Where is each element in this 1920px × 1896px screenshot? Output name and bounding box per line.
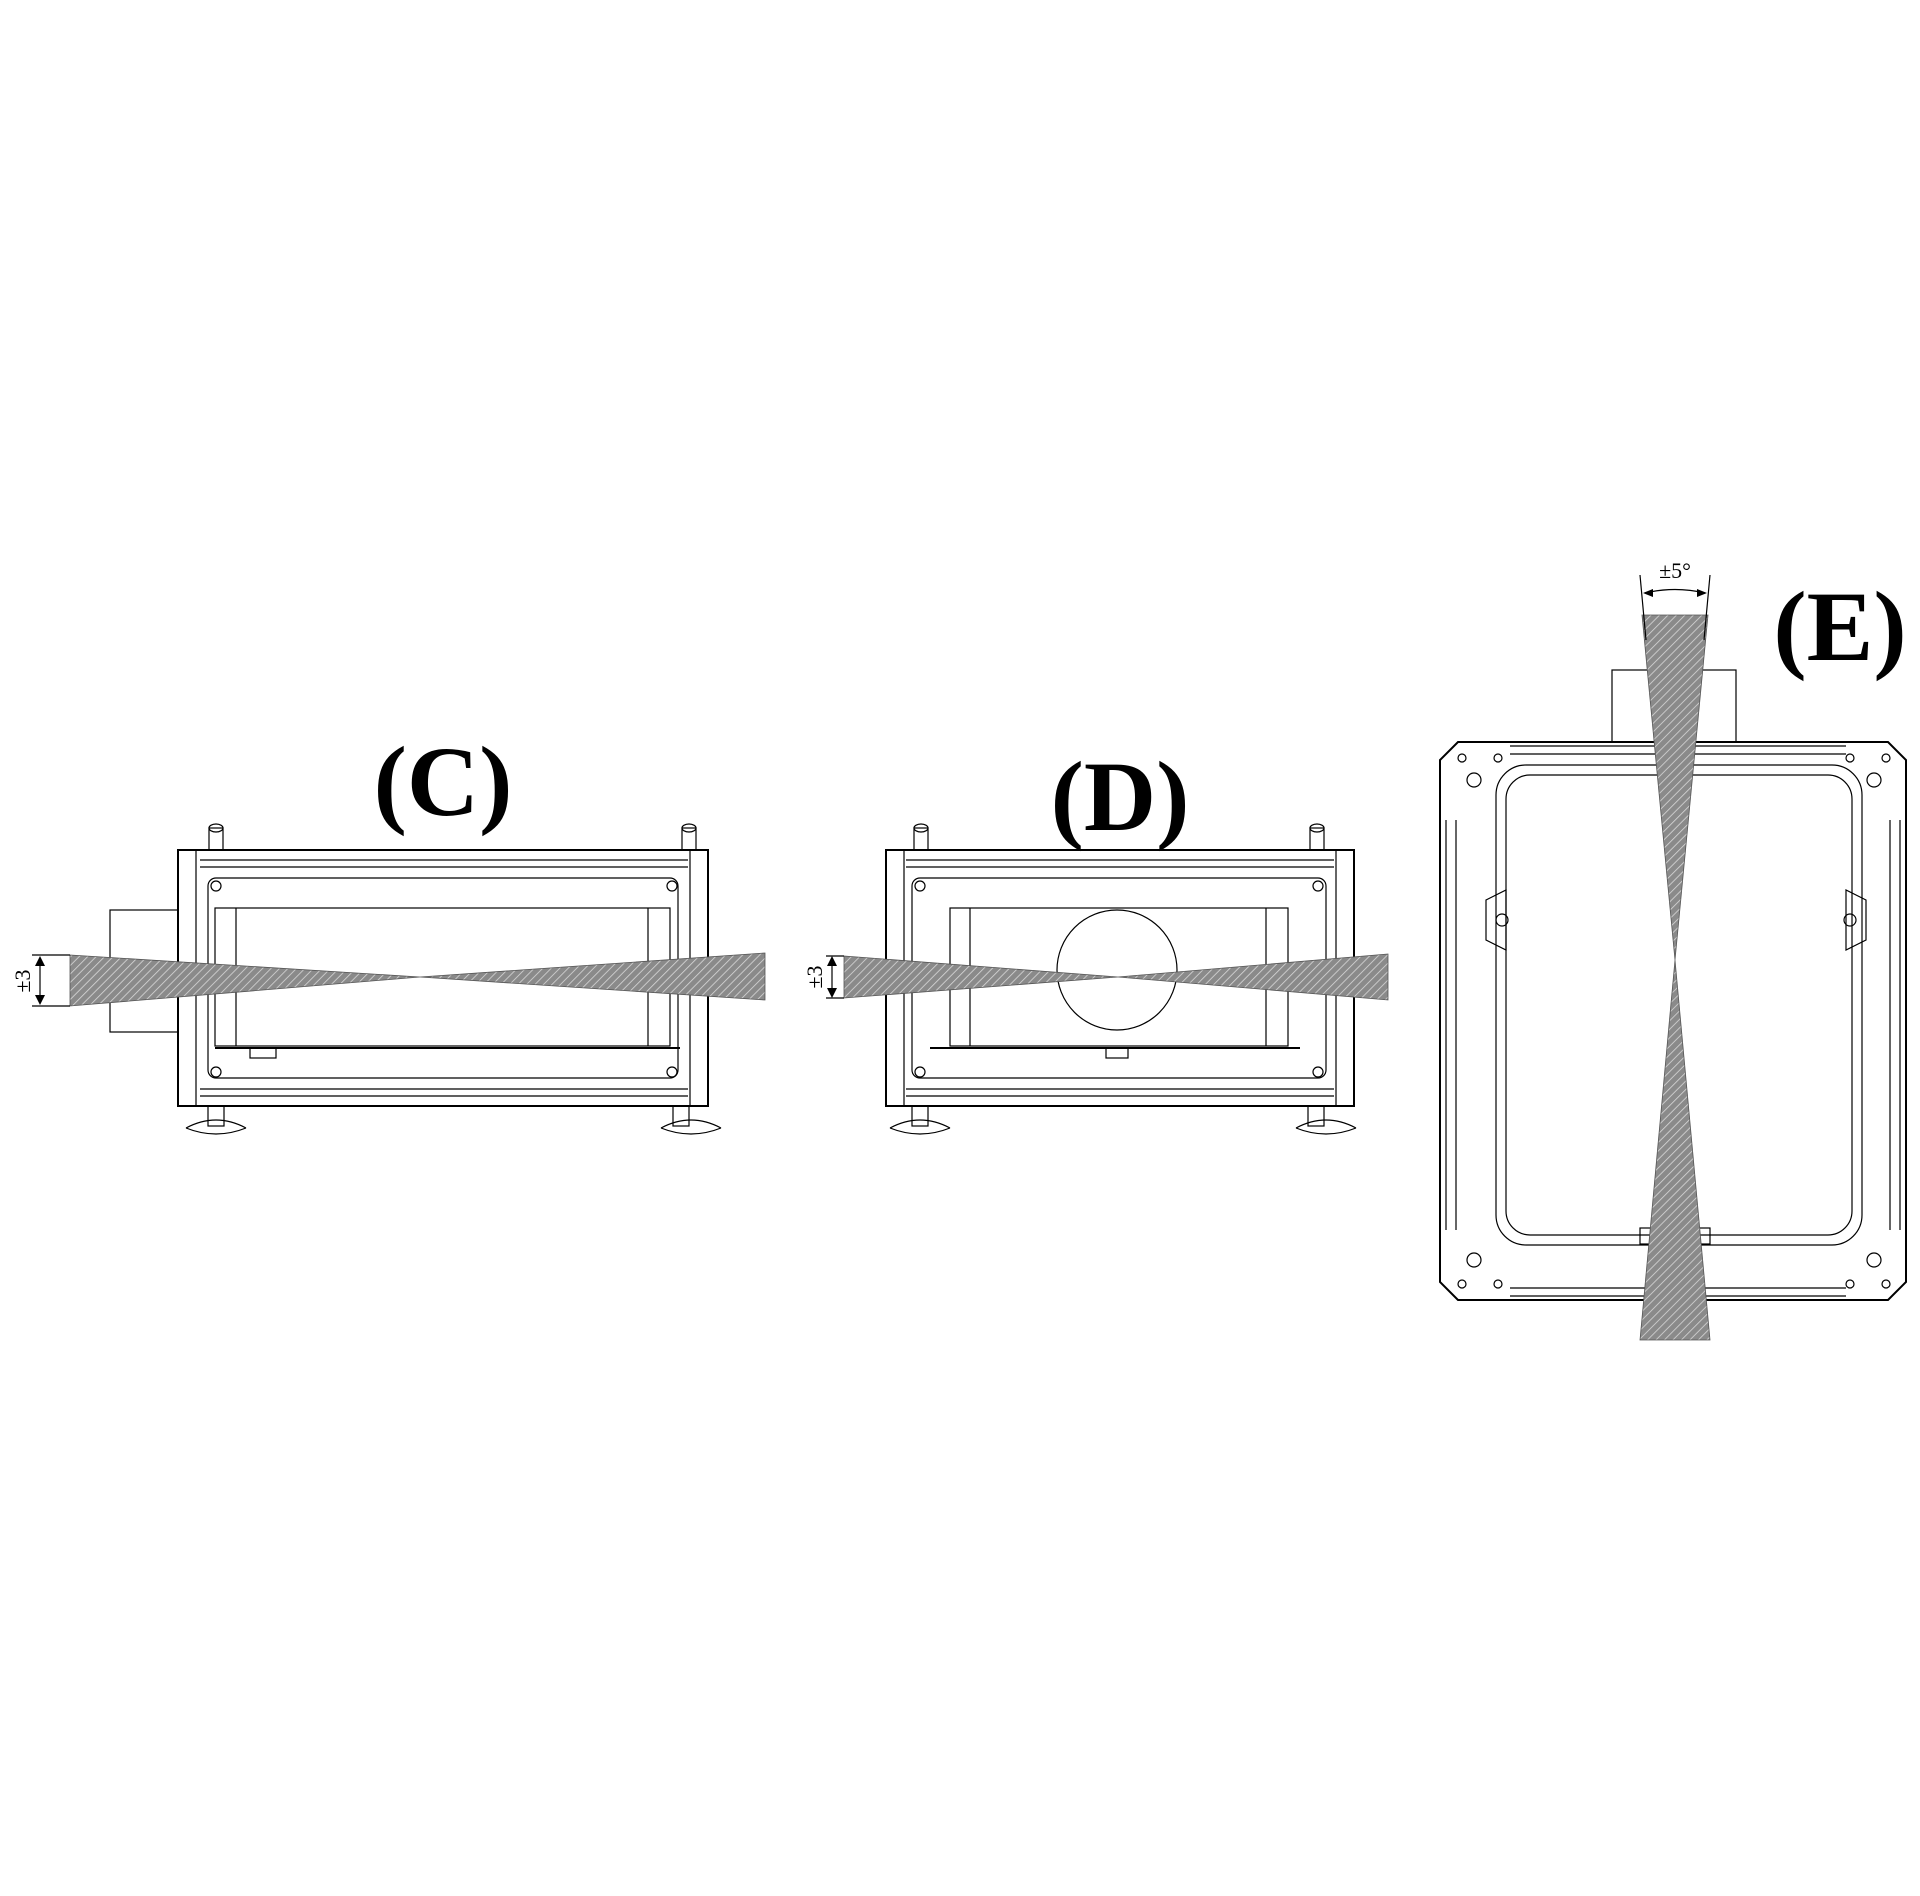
panel-d-beam-right <box>1117 953 1389 1001</box>
panel-c-label: (C) <box>374 726 513 837</box>
panel-e-beam <box>1641 614 1709 961</box>
panel-e: (E) <box>1439 558 1907 1341</box>
panel-e-tolerance-dimension: ±5° <box>1639 558 1711 641</box>
panel-d-label: (D) <box>1051 741 1190 852</box>
panel-d-beam <box>843 955 1119 999</box>
panel-c: (C) <box>10 726 766 1135</box>
panel-c-tolerance-label: ±3 <box>10 969 35 992</box>
panel-e-tolerance-label: ±5° <box>1659 558 1691 583</box>
panel-e-beam-bottom <box>1639 959 1711 1341</box>
panel-d: (D) <box>802 741 1389 1135</box>
panel-e-label: (E) <box>1773 571 1906 682</box>
panel-c-frame <box>109 823 722 1135</box>
panel-c-beam-right <box>419 952 766 1001</box>
panel-c-tolerance-dimension: ±3 <box>10 954 70 1007</box>
panel-d-tolerance-label: ±3 <box>802 965 827 988</box>
panel-c-beam <box>69 954 421 1007</box>
panel-d-tolerance-dimension: ±3 <box>802 955 844 999</box>
